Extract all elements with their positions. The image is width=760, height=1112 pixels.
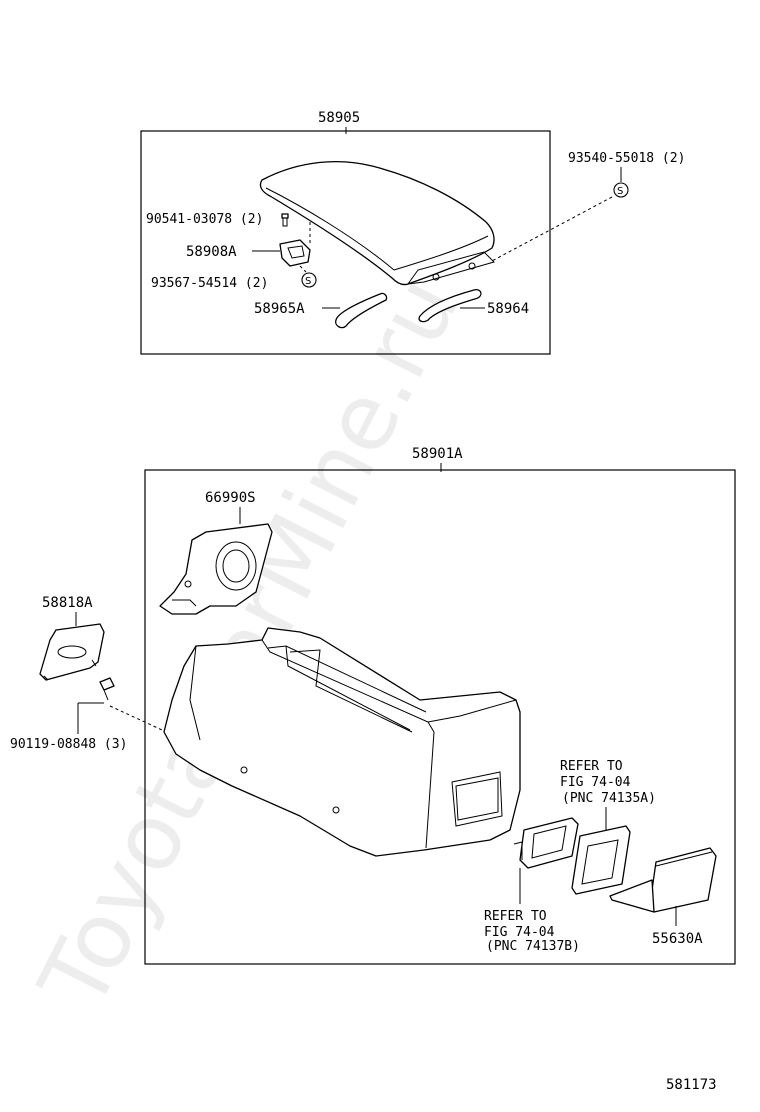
label-93567-54514[interactable]: 93567-54514 (2) — [151, 276, 268, 291]
hinge-58908A-part — [279, 239, 311, 267]
label-66990S[interactable]: 66990S — [205, 490, 256, 506]
cover-58818A-part — [39, 623, 105, 681]
label-93540-55018[interactable]: 93540-55018 (2) — [568, 151, 685, 166]
label-90119-08848[interactable]: 90119-08848 (3) — [10, 737, 127, 752]
ref-74135A-line2[interactable]: FIG 74-04 — [560, 775, 631, 790]
svg-text:S: S — [305, 276, 311, 287]
console-box-58901A-part — [163, 627, 521, 857]
pocket-55630A-part — [609, 847, 717, 913]
bracket-66990S-part — [159, 523, 273, 615]
svg-text:S: S — [617, 186, 623, 197]
label-58908A[interactable]: 58908A — [186, 244, 237, 260]
ref-74137B-line1[interactable]: REFER TO — [484, 909, 547, 924]
ref-74135A-line3[interactable]: (PNC 74135A) — [562, 791, 656, 806]
figure-code: 581173 — [666, 1077, 717, 1093]
clip-symbol-icon: S — [301, 272, 317, 288]
rod-58965A-part — [335, 292, 388, 329]
armrest-lid-part — [259, 160, 495, 286]
label-58818A[interactable]: 58818A — [42, 595, 93, 611]
screw-icon — [281, 213, 289, 227]
console-box-group-box — [144, 469, 736, 965]
label-55630A[interactable]: 55630A — [652, 931, 703, 947]
clip-symbol-icon: S — [613, 182, 629, 198]
group-label-armrest-lid[interactable]: 58905 — [318, 110, 360, 126]
label-58964[interactable]: 58964 — [487, 301, 529, 317]
group-label-console-box[interactable]: 58901A — [412, 446, 463, 462]
ref-74137B-line3[interactable]: (PNC 74137B) — [486, 939, 580, 954]
ref-74135A-line1[interactable]: REFER TO — [560, 759, 623, 774]
armrest-lid-group-box — [140, 130, 551, 355]
ref-74137B-line2[interactable]: FIG 74-04 — [484, 925, 555, 940]
label-58965A[interactable]: 58965A — [254, 301, 305, 317]
bezel-74137B-part — [513, 817, 579, 869]
bezel-74135A-part — [571, 825, 631, 895]
screw-icon — [99, 677, 115, 701]
label-90541-03078[interactable]: 90541-03078 (2) — [146, 212, 263, 227]
rod-58964-part — [418, 288, 482, 323]
